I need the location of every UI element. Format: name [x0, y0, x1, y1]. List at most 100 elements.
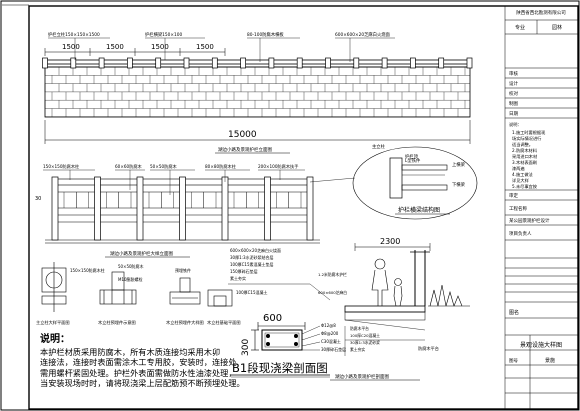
- small-detail-1-name: 主立柱大样平面图: [36, 319, 70, 326]
- section-note: 素土夯实: [230, 275, 246, 281]
- b1-section: [251, 322, 321, 351]
- tb-project-label: 工程名称: [509, 205, 527, 212]
- b1-dim-300: 300: [241, 339, 251, 356]
- mid-label-3: 50×50防腐木: [150, 163, 178, 170]
- mid-dim: 30: [35, 196, 41, 202]
- mid-label-1: 150×150防腐木柱: [43, 163, 80, 170]
- top-elevation-wall-pattern: [44, 66, 470, 117]
- right-label: 600×600芝麻白: [318, 290, 347, 295]
- b1-label: Φ12@8: [321, 323, 336, 328]
- top-elevation: [44, 48, 471, 118]
- small-detail-2-label-b: M10膨胀螺栓: [118, 276, 143, 282]
- tb-note: 3.木材表面刷: [512, 159, 537, 166]
- detail-label-e: 下横梁: [452, 181, 466, 188]
- mid-label-5: 200×100防腐木扶手: [258, 163, 298, 170]
- tb-note: 4.施工做法: [512, 171, 533, 178]
- right-dim-top: 2300: [380, 237, 400, 246]
- notes-line-4: 当安装现场时时，请将现浇梁上层配筋预不断预埋处理。: [40, 378, 245, 389]
- small-detail-3-name: 木立柱预埋件大样图: [166, 319, 204, 326]
- right-side-note: 防腐木平台: [418, 345, 439, 352]
- top-label-2: 护栏横梁150×100: [145, 31, 182, 38]
- notes-line-1: 本护栏材质采用防腐木，所有木质连接均采用木卯: [40, 346, 221, 357]
- b1-label: C30混凝土: [321, 338, 341, 344]
- small-detail-2-name: 木立柱预埋件示意图: [98, 319, 136, 326]
- small-detail-3: [169, 277, 201, 305]
- tb-row2-0: 审定: [509, 192, 518, 199]
- header-right: 园林: [552, 24, 562, 31]
- tb-note: 场实际情况进行: [512, 135, 541, 142]
- small-detail-2: [99, 271, 137, 305]
- mid-label-4: 80×80防腐木柱: [205, 163, 237, 170]
- dim-1500-1: 1500: [62, 43, 80, 51]
- section-note: 150厚碎石垫层: [230, 268, 258, 274]
- right-label: 100厚C20混凝土: [350, 333, 380, 338]
- right-caption: 湖边小路及景观护栏剖面图: [335, 373, 389, 380]
- detail-caption: 护栏横梁结构图: [398, 206, 440, 214]
- tb-note: 1.施工时要根据现: [512, 129, 545, 136]
- notes-line-2: 连接法，连接时表面需涂木工专用胶，安装时，连接处: [40, 357, 237, 368]
- mid-leaders: [43, 169, 305, 195]
- detail-circle: [309, 146, 478, 220]
- tb-note: 采用进口木材: [512, 153, 537, 160]
- small-detail-4-name: 木立柱基础平面图: [207, 319, 241, 326]
- section-note: 30厚1:3水泥砂浆结合层: [230, 254, 274, 260]
- header-left: 专业: [515, 24, 525, 31]
- top-label-3: 80-100防腐木横板: [247, 31, 284, 38]
- top-label-4: 600×600×20芝麻白火烧面: [335, 31, 391, 38]
- mid-elevation-posts: [51, 176, 314, 241]
- right-label: 防腐木平台: [350, 326, 369, 331]
- small-detail-4-label-a: 100厚C15混凝土: [236, 289, 268, 295]
- company-name: 陕西省西北勘测有限公司: [516, 9, 566, 16]
- small-detail-3-label-a: 预埋铁件: [175, 267, 191, 273]
- tb-drawing-name: 景观设施大样图: [520, 341, 562, 349]
- detail-label-a: 主立柱: [372, 143, 386, 150]
- tb-row-0: 审核: [509, 70, 518, 77]
- right-label: 30厚1:3水泥砂浆: [350, 340, 380, 345]
- tb-row-4: 日期: [509, 111, 518, 117]
- right-label: 素土夯实: [350, 347, 365, 352]
- b1-dim-600: 600: [263, 313, 282, 324]
- right-leaders: [344, 326, 425, 356]
- tb-note: 5.未尽事宜按: [512, 183, 537, 190]
- dim-15000: 15000: [228, 130, 257, 140]
- mid-caption: 湖边小路及景观护栏大样立面图: [110, 250, 173, 257]
- detail-label-b: 护栏顶: [405, 153, 419, 160]
- b1-label: Φ8@200: [321, 331, 339, 336]
- tb-note: 漆两遍: [512, 165, 525, 172]
- small-detail-2-label-a: 50×50防腐木: [118, 263, 144, 269]
- title-block: [504, 5, 579, 410]
- tb-project-name: 某公园景观护栏设计: [509, 217, 550, 224]
- b1-label: 30厚碎石垫层: [321, 346, 346, 352]
- tb-note: 适当调整。: [512, 141, 533, 148]
- section-note: 100厚C15素混凝土垫层: [230, 261, 274, 267]
- general-notes: 说明： 本护栏材质采用防腐木，所有木质连接均采用木卯 连接法，连接时表面需涂木工…: [40, 334, 245, 389]
- notes-line-3: 需用螺杆紧固处理。护栏外表面需做防水性油漆处理，: [40, 367, 237, 378]
- right-section-labels: 1.2米防腐木护栏 600×600芝麻白 防腐木平台 100厚C20混凝土 30…: [318, 272, 380, 352]
- tb-note: 2.防腐木材料: [512, 147, 538, 154]
- tb-row-2: 校对: [509, 90, 518, 97]
- small-detail-1-label-a: 150×150防腐木柱: [70, 267, 105, 273]
- detail-label-d: 上横梁: [452, 161, 466, 168]
- top-leaders: [48, 37, 395, 62]
- mid-labels: 150×150防腐木柱 60×60防腐木 50×50防腐木 80×80防腐木柱 …: [43, 163, 298, 170]
- mid-label-2: 60×60防腐木: [115, 163, 143, 170]
- small-detail-1: [41, 262, 67, 312]
- tb-sheet-label: 图号: [509, 358, 518, 364]
- top-label-1: 护栏立柱150×150×1500: [48, 31, 100, 38]
- tb-drawing-label: 图名: [509, 309, 519, 316]
- b1-labels: Φ12@8 Φ8@200 C30混凝土 30厚碎石垫层: [321, 323, 346, 352]
- tb-row2-2: 项目负责人: [509, 230, 532, 237]
- top-caption: 湖边小路及景观护栏立面图: [218, 146, 272, 153]
- dim-1500-2: 1500: [106, 43, 124, 51]
- dim-total: [44, 120, 471, 144]
- b1-title: B1段现浇梁剖面图: [232, 361, 328, 375]
- tb-row-1: 设计: [509, 80, 518, 87]
- notes-title: 说明：: [40, 334, 70, 345]
- tb-sheet-no: 景施: [545, 357, 555, 364]
- section-note: 600×600×20芝麻白火烧面: [230, 247, 281, 253]
- detail-labels: 主立柱 护栏顶 L型铁件 上横梁 下横梁: [372, 143, 466, 188]
- small-detail-4: [207, 289, 233, 307]
- tb-row-3: 制图: [509, 100, 518, 107]
